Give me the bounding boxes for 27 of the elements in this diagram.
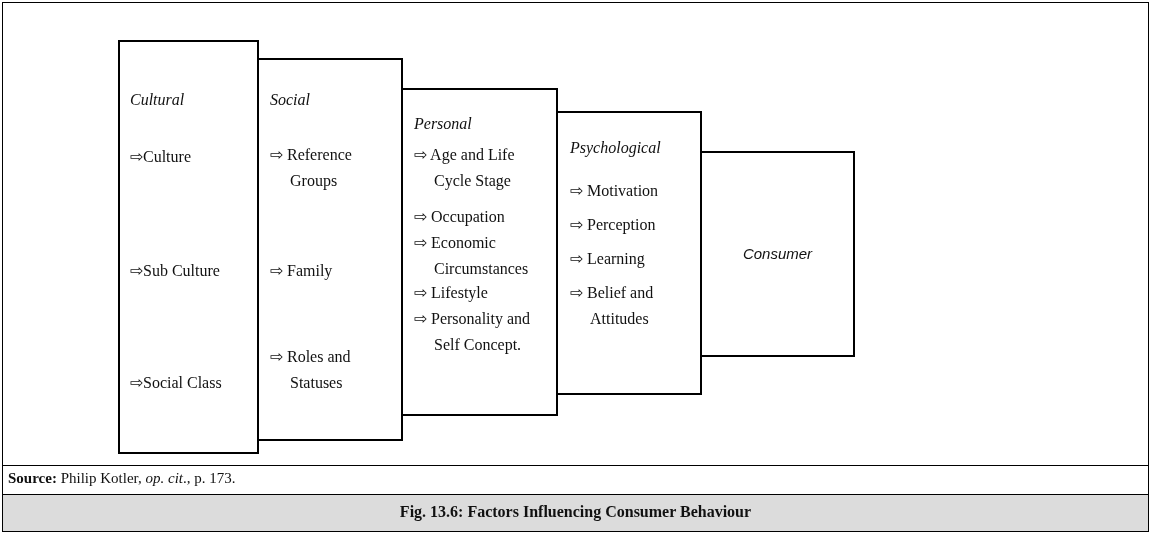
factor-item: ⇨ Learning (570, 249, 646, 270)
factor-item: ⇨ Lifestyle (414, 283, 489, 304)
factor-item: ⇨Culture (130, 147, 192, 167)
figure-caption: Fig. 13.6: Factors Influencing Consumer Behaviour (398, 503, 753, 521)
category-heading: Psychological (570, 138, 662, 159)
source-note: Source: Philip Kotler, op. cit., p. 173. (8, 470, 236, 487)
factor-box (257, 58, 403, 441)
factor-item: ⇨ Reference Groups (270, 145, 353, 192)
factor-item: ⇨ Belief and Attitudes (570, 283, 655, 329)
factor-item: ⇨ Roles and Statuses (270, 347, 352, 393)
factor-item: ⇨ Motivation (570, 181, 660, 201)
factor-box (401, 88, 558, 416)
factor-item: ⇨ Economic Circumstances (414, 233, 530, 279)
factor-item: ⇨ Family (270, 261, 334, 282)
factor-item: ⇨ Occupation (414, 207, 506, 228)
category-heading: Cultural (130, 90, 186, 110)
factor-item: ⇨Sub Culture (130, 261, 221, 281)
factor-item: ⇨ Age and Life Cycle Stage (414, 145, 516, 192)
factor-item: ⇨ Perception (570, 215, 657, 236)
factor-box (556, 111, 702, 395)
category-heading: Personal (414, 114, 473, 134)
factor-item: ⇨Social Class (130, 373, 223, 393)
box-label: Consumer (741, 244, 814, 264)
factor-item: ⇨ Personality and Self Concept. (414, 309, 532, 356)
category-heading: Social (270, 90, 311, 110)
factor-box (118, 40, 259, 454)
factor-box (700, 151, 855, 357)
